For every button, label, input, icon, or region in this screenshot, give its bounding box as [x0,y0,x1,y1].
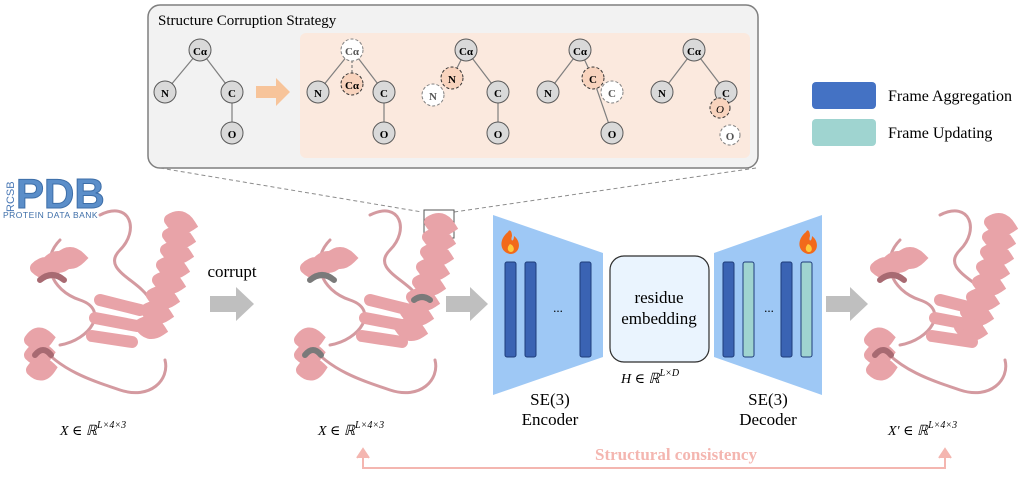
svg-text:N: N [544,88,552,100]
legend-label-frame-updating: Frame Updating [888,125,992,142]
svg-text:O: O [726,131,735,143]
corruption-strategy-panel: Structure Corruption Strategy Cα N C O [147,4,759,169]
svg-text:C: C [380,88,388,100]
se3-decoder: ... SE(3) Decoder [714,215,822,429]
svg-text:O: O [716,104,724,116]
atom-c: C [220,80,244,104]
structural-consistency-connector [356,447,952,469]
svg-text:C: C [228,88,236,100]
decoder-frame-aggregation-1 [722,261,735,358]
decoder-ellipsis: ... [764,300,774,315]
atom-n: N [153,80,177,104]
encoder-frame-aggregation-3 [579,261,592,358]
protein-structure-input [24,209,199,395]
to-encoder-arrow [446,287,488,321]
corrupt-label: corrupt [207,262,256,281]
residue-label-line2: embedding [621,309,697,328]
variant-ca-corrupted: Cα Cα N C O [306,38,396,145]
svg-text:Cα: Cα [459,46,474,58]
svg-text:O: O [494,129,503,141]
protein-structure-output [864,209,1019,395]
svg-text:Cα: Cα [687,46,702,58]
logo-main-text: PDB [16,170,105,217]
svg-text:C: C [722,88,730,100]
corruption-arrow [256,78,290,106]
svg-text:O: O [228,129,237,141]
rcsb-pdb-logo: RCSB PDB PROTEIN DATA BANK [3,170,105,221]
output-formula: X′ ∈ ℝL×4×3 [887,420,957,439]
svg-text:N: N [429,91,437,103]
panel-title: Structure Corruption Strategy [158,13,337,29]
se3-encoder: ... SE(3) Encoder [493,215,603,429]
svg-text:Cα: Cα [573,46,588,58]
svg-text:O: O [608,129,617,141]
legend-swatch-frame-aggregation [812,82,876,109]
svg-text:C: C [494,88,502,100]
svg-text:Cα: Cα [345,46,360,58]
corrupted-variants-background [300,33,750,158]
residue-label-line1: residue [634,288,683,307]
svg-text:Cα: Cα [193,46,208,58]
fire-icon [799,230,817,254]
consistency-label-bg [582,444,772,464]
svg-text:C: C [608,88,616,100]
svg-text:N: N [161,88,169,100]
logo-sub-text: PROTEIN DATA BANK [3,210,98,220]
legend-label-frame-aggregation: Frame Aggregation [888,88,1012,105]
corrupted-formula: X ∈ ℝL×4×3 [317,420,384,439]
atom-o: O [220,121,244,145]
structural-consistency-label: Structural consistency [595,445,757,464]
decoder-frame-updating-2 [800,261,813,358]
svg-text:N: N [314,88,322,100]
svg-text:C: C [589,74,597,86]
variant-n-corrupted: Cα N N C O [421,38,510,145]
variant-c-corrupted: Cα N C C O [536,38,624,145]
encoder-ellipsis: ... [553,300,563,315]
decoder-label-line2: Decoder [739,410,797,429]
residue-embedding-block: residue embedding [609,255,710,363]
variant-o-corrupted: Cα N C O O [650,38,741,146]
corrupt-arrow [210,287,254,321]
encoder-trapezoid [493,215,603,395]
decoder-frame-updating-1 [742,261,755,358]
encoder-label-line1: SE(3) [530,390,570,409]
protein-structure-corrupted [294,209,459,395]
legend: Frame Aggregation Frame Updating [812,82,1012,146]
svg-text:O: O [380,129,389,141]
svg-text:N: N [448,74,456,86]
logo-side-text: RCSB [5,181,17,212]
encoder-label-line2: Encoder [522,410,579,429]
svg-text:Cα: Cα [345,80,360,92]
decoder-trapezoid [714,215,822,395]
svg-text:N: N [658,88,666,100]
input-formula: X ∈ ℝL×4×3 [59,420,126,439]
decoder-frame-aggregation-2 [780,261,793,358]
decoder-label-line1: SE(3) [748,390,788,409]
atom-ca: Cα [188,38,212,62]
encoder-frame-aggregation-1 [504,261,517,358]
fire-icon [501,230,519,254]
legend-swatch-frame-updating [812,119,876,146]
encoder-frame-aggregation-2 [524,261,537,358]
embedding-formula: H ∈ ℝL×D [620,368,680,387]
zoom-guide-lines [159,167,757,213]
from-decoder-arrow [826,287,868,321]
